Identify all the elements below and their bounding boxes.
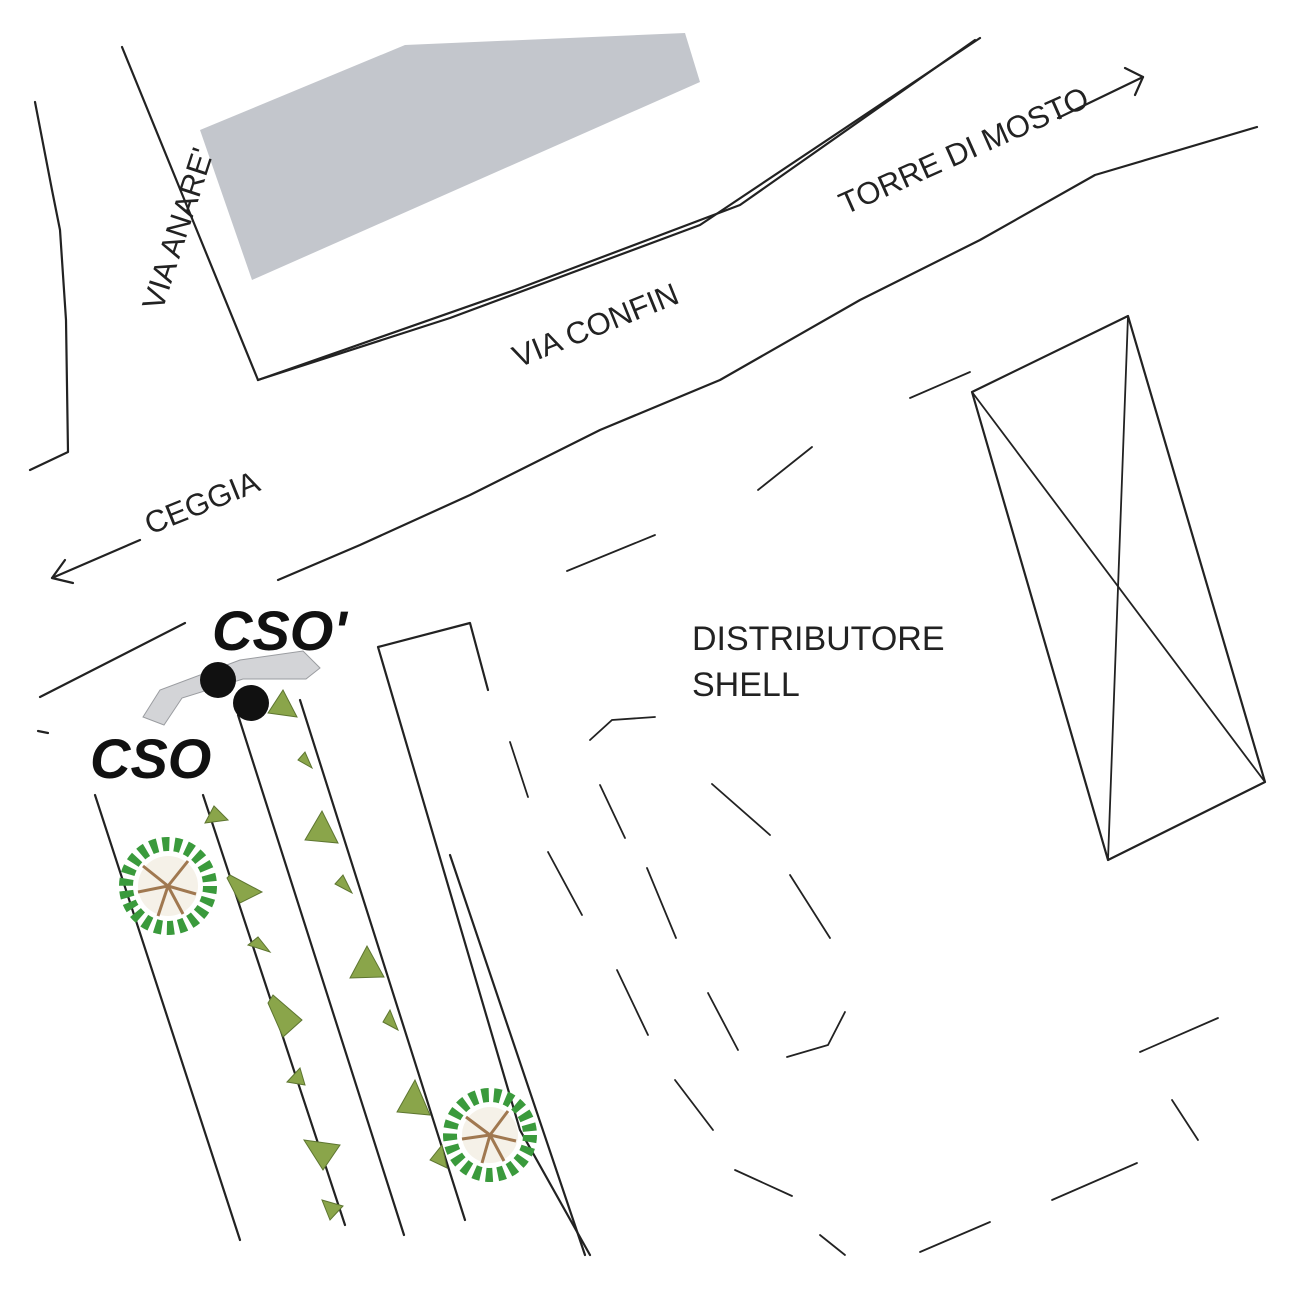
cso-prime-label: CSO' [212, 599, 348, 662]
arrow-torre-di-mosto-icon [1056, 66, 1145, 120]
lower-road-stub [36, 729, 50, 735]
cso-prime-point-icon [200, 662, 236, 698]
building-footprint [200, 33, 700, 280]
strip-line-1 [93, 793, 242, 1242]
via-confin-north-edge [256, 38, 977, 382]
main-road-north-edge [256, 36, 982, 382]
main-road-south-edge [276, 125, 1259, 582]
tree-icon [443, 1088, 537, 1182]
poi-label-distributore: DISTRIBUTORE [692, 620, 945, 658]
via-anare-west-edge [28, 100, 70, 472]
lower-road-edge [38, 621, 187, 699]
pump-island [376, 621, 592, 1257]
pump-island-side [448, 853, 587, 1257]
cso-pipeline [142, 650, 321, 726]
via-anare-east-edge [120, 45, 260, 382]
ceggia-label: CEGGIA [140, 464, 265, 542]
cso-label: CSO [90, 727, 211, 790]
arrow-ceggia-icon [50, 538, 142, 585]
poi-label-shell: SHELL [692, 666, 800, 704]
canopy-structure [970, 314, 1267, 862]
via-confin-label: VIA CONFIN [508, 276, 684, 374]
via-anare-label: VIA ANARE' [135, 144, 220, 314]
cso-point-icon [233, 685, 269, 721]
lane-markings [509, 371, 1219, 1256]
strip-line-2 [236, 713, 406, 1237]
shrub-triangles [204, 689, 448, 1221]
tree-icon [119, 837, 217, 935]
strip-line-3 [298, 698, 467, 1222]
torre-di-mosto-label: TORRE DI MOSTO [834, 80, 1094, 222]
